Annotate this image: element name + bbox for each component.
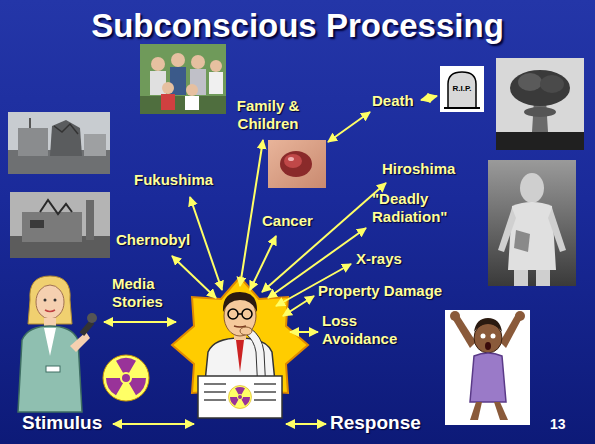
slide-title: Subconscious Processing: [0, 6, 595, 46]
concept-label: Death: [372, 92, 414, 110]
concept-label: Media Stories: [112, 275, 178, 311]
concept-label: Loss Avoidance: [322, 312, 404, 348]
concept-label: Family & Children: [228, 97, 308, 133]
concept-label: Hiroshima: [382, 160, 455, 178]
slide-number: 13: [550, 416, 566, 433]
concept-label: Cancer: [262, 212, 313, 230]
chernobyl-photo: [10, 192, 110, 258]
radiation-symbol: [103, 355, 149, 401]
concept-label: Property Damage: [318, 282, 442, 300]
concept-label: Fukushima: [134, 171, 213, 189]
family-photo: [140, 44, 226, 114]
tombstone-inscription: R.I.P.: [448, 84, 476, 94]
thinking-man-figure: [172, 277, 308, 418]
fukushima-photo: [8, 112, 110, 174]
concept-label: X-rays: [356, 250, 402, 268]
association-arrows: [104, 96, 437, 424]
mushroom-cloud-photo: [496, 58, 584, 150]
tombstone-icon: [440, 66, 484, 112]
concept-label: Chernobyl: [116, 231, 190, 249]
response-label: Response: [330, 412, 421, 435]
stimulus-label: Stimulus: [22, 412, 102, 435]
scared-woman-figure: [445, 310, 530, 425]
concept-label: "Deadly Radiation": [372, 190, 476, 226]
reporter-figure: [18, 276, 97, 412]
cancer-photo: [268, 140, 326, 188]
hiroshima-victim-photo: [488, 160, 576, 286]
